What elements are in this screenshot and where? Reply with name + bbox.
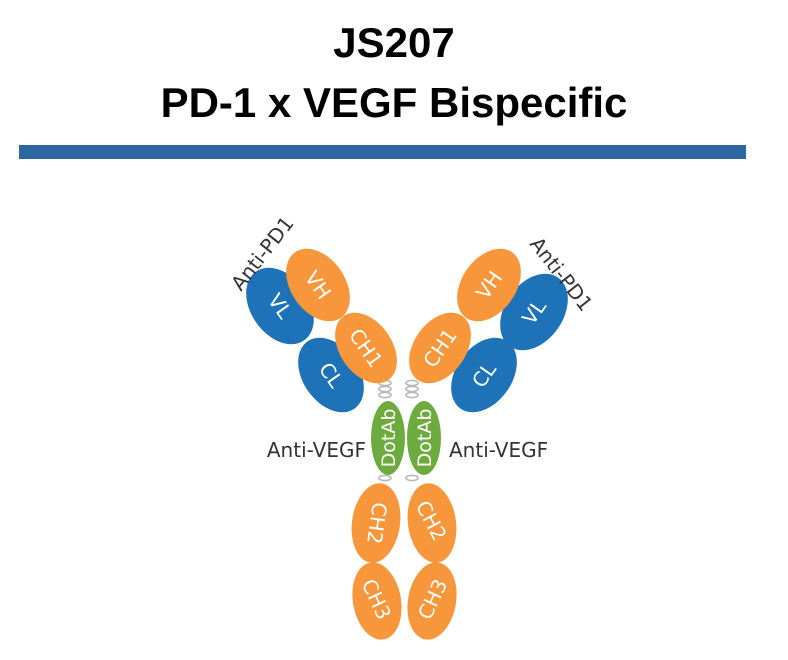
left-arm: VL VH CL CH1 Anti-PD1 <box>226 212 397 413</box>
right-ch2-domain: CH2 <box>407 483 457 563</box>
left-ch2-label: CH2 <box>362 501 392 546</box>
left-ch3-domain: CH3 <box>352 562 402 640</box>
left-dotab-domain: DotAb <box>371 401 405 475</box>
right-dotab-label: DotAb <box>414 409 436 468</box>
left-ch2-domain: CH2 <box>351 483 401 563</box>
left-dotab-target-label: Anti-VEGF <box>267 438 366 462</box>
right-dotab-domain: DotAb <box>407 401 441 475</box>
left-dotab-label: DotAb <box>378 409 400 468</box>
hinge-linker-right <box>405 379 419 482</box>
right-ch3-domain: CH3 <box>407 562 457 640</box>
right-ch1-domain: CH1 <box>409 312 471 384</box>
left-vh-domain: VH <box>286 248 350 322</box>
title-divider <box>19 145 746 159</box>
right-vh-domain: VH <box>457 248 521 322</box>
right-dotab-target-label: Anti-VEGF <box>449 438 548 462</box>
left-ch1-domain: CH1 <box>335 312 397 384</box>
right-arm: VL VH CL CH1 Anti-PD1 <box>409 232 598 413</box>
right-vl-domain: VL <box>500 273 568 351</box>
right-cl-domain: CL <box>451 337 517 413</box>
title-line-1: JS207 <box>333 19 455 66</box>
title-line-2: PD-1 x VEGF Bispecific <box>160 79 628 126</box>
